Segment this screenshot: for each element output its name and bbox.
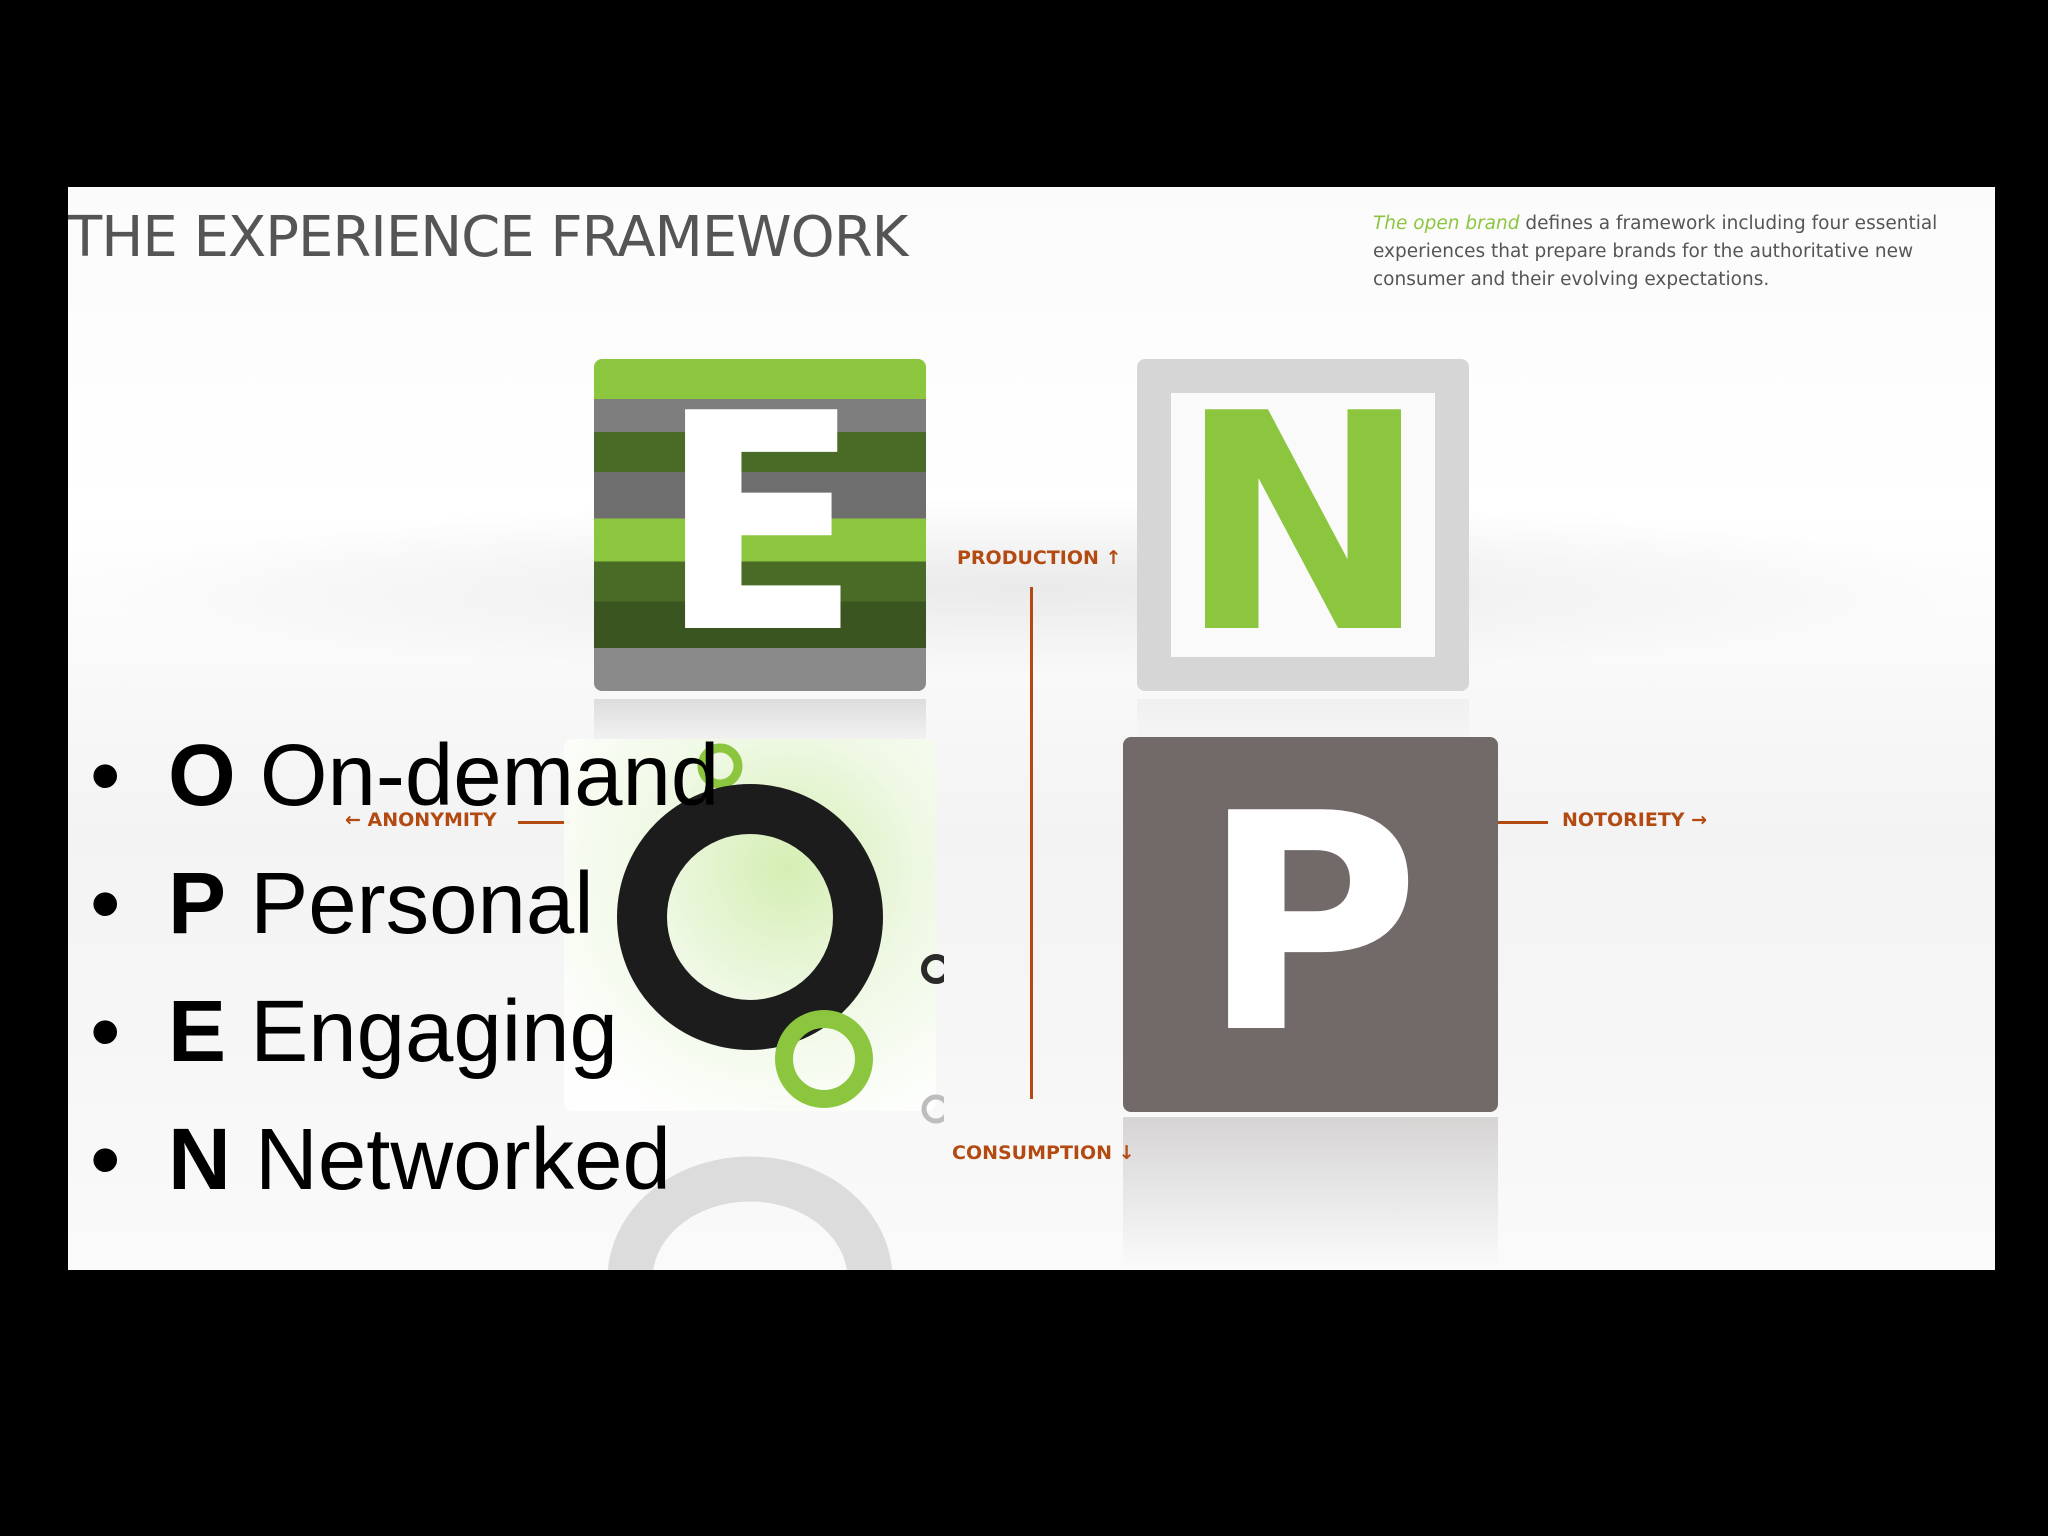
tile-n-inner	[1171, 393, 1435, 657]
bullet-letter: E	[168, 983, 227, 1080]
vertical-axis	[1030, 587, 1033, 1099]
o-ring-reflection	[608, 1156, 892, 1270]
bullet-dot: •	[90, 855, 121, 952]
page-title: THE EXPERIENCE FRAMEWORK	[68, 205, 908, 270]
bullet-list: • O On-demand • P Personal • E Engaging • N …	[90, 712, 719, 1224]
tile-p	[1123, 737, 1498, 1112]
bullet-word: Networked	[255, 1111, 671, 1208]
intro-highlight: The open brand	[1373, 213, 1520, 234]
tiny-ring-icon	[921, 954, 944, 984]
bullet-item: • E Engaging	[90, 968, 719, 1096]
faded-ring-icon	[921, 1094, 944, 1124]
axis-label-notoriety: NOTORIETY →	[1562, 809, 1708, 831]
tile-n	[1137, 359, 1469, 691]
bullet-letter: O	[168, 727, 236, 824]
bullet-dot: •	[90, 727, 121, 824]
o-ring-icon	[617, 784, 883, 1050]
horizontal-axis-left	[518, 821, 570, 824]
tile-e-letter: E	[657, 350, 863, 699]
bullet-dot: •	[90, 983, 121, 1080]
tile-e	[594, 359, 926, 691]
bullet-word: Engaging	[250, 983, 618, 1080]
bullet-item: • P Personal	[90, 840, 719, 968]
green-ring-icon	[775, 1010, 873, 1108]
bullet-item: • N Networked	[90, 1096, 719, 1224]
bullet-word: Personal	[250, 855, 594, 952]
bullet-letter: P	[168, 855, 227, 952]
axis-label-production: PRODUCTION ↑	[957, 547, 1122, 569]
horizontal-axis-right	[1498, 821, 1548, 824]
axis-label-consumption: CONSUMPTION ↓	[952, 1142, 1135, 1164]
intro-body: defines a framework including four essen…	[1373, 213, 1938, 290]
small-ring-icon	[697, 743, 743, 789]
tile-o-graphic	[608, 743, 944, 1270]
intro-text: The open brand defines a framework inclu…	[1373, 210, 1993, 294]
tile-n-letter: N	[1177, 350, 1429, 699]
tile-p-reflection	[1123, 1117, 1498, 1267]
bullet-item: • O On-demand	[90, 712, 719, 840]
bullet-dot: •	[90, 1111, 121, 1208]
framework-panel: THE EXPERIENCE FRAMEWORK The open brand …	[68, 187, 1995, 1270]
tile-p-letter: P	[1200, 750, 1421, 1099]
axis-label-anonymity: ← ANONYMITY	[345, 809, 497, 831]
bullet-word: On-demand	[259, 727, 720, 824]
bullet-letter: N	[168, 1111, 231, 1208]
